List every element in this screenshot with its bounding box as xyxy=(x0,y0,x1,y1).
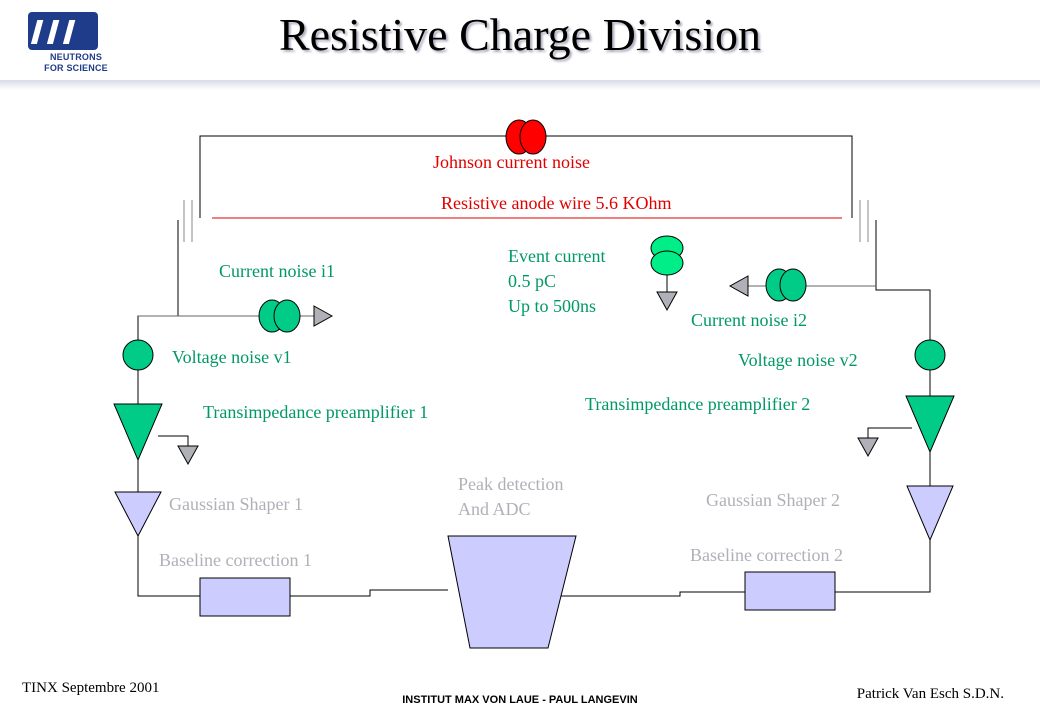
footer-right: Patrick Van Esch S.D.N. xyxy=(856,686,1004,702)
peak-detection-label: Peak detection And ADC xyxy=(458,472,563,522)
preamp-1-label: Transimpedance preamplifier 1 xyxy=(203,402,429,422)
ill-logo xyxy=(28,12,98,50)
voltage-noise-v2-source xyxy=(914,339,946,371)
peak-detection-line2: And ADC xyxy=(458,499,531,520)
footer-left: TINX Septembre 2001 xyxy=(22,680,160,696)
header-band xyxy=(0,80,1040,90)
preamp-1-triangle xyxy=(113,403,163,462)
shaper-1-triangle xyxy=(114,491,162,538)
event-current-label: Event current 0.5 pC Up to 500ns xyxy=(508,244,605,320)
preamp-2-ground xyxy=(857,437,879,458)
voltage-noise-v2-label: Voltage noise v2 xyxy=(738,350,858,370)
adc-block xyxy=(447,535,577,649)
preamp-2-label: Transimpedance preamplifier 2 xyxy=(585,394,811,414)
slide-title: Resistive Charge Division xyxy=(278,9,762,60)
peak-detection-line1: Peak detection xyxy=(458,474,564,494)
current-noise-i2-source xyxy=(728,268,807,302)
shaper-1-label: Gaussian Shaper 1 xyxy=(169,494,303,514)
event-current-line1: Event current xyxy=(508,246,606,266)
logo-text-line2: FOR SCIENCE xyxy=(44,63,108,73)
event-current-line3: Up to 500ns xyxy=(508,296,597,317)
preamp-1-ground xyxy=(177,445,199,466)
baseline-1-block xyxy=(199,577,291,617)
baseline-1-label: Baseline correction 1 xyxy=(159,550,312,570)
shaper-2-label: Gaussian Shaper 2 xyxy=(706,490,840,510)
preamp-2-triangle xyxy=(905,395,955,454)
anode-wire-label: Resistive anode wire 5.6 KOhm xyxy=(441,193,672,213)
current-noise-i2-label: Current noise i2 xyxy=(691,310,807,330)
voltage-noise-v1-label: Voltage noise v1 xyxy=(172,347,292,367)
footer-center: INSTITUT MAX VON LAUE - PAUL LANGEVIN xyxy=(402,694,638,706)
current-noise-i1-source xyxy=(258,299,334,333)
baseline-2-label: Baseline correction 2 xyxy=(690,545,843,565)
johnson-noise-label: Johnson current noise xyxy=(433,152,590,172)
event-current-line2: 0.5 pC xyxy=(508,271,557,292)
event-current-source xyxy=(650,235,684,312)
voltage-noise-v1-source xyxy=(122,339,154,371)
current-noise-i1-label: Current noise i1 xyxy=(219,261,335,281)
shaper-2-triangle xyxy=(906,485,954,542)
johnson-noise-source xyxy=(505,119,547,155)
logo-text-line1: NEUTRONS xyxy=(49,52,103,62)
baseline-2-block xyxy=(744,571,836,611)
